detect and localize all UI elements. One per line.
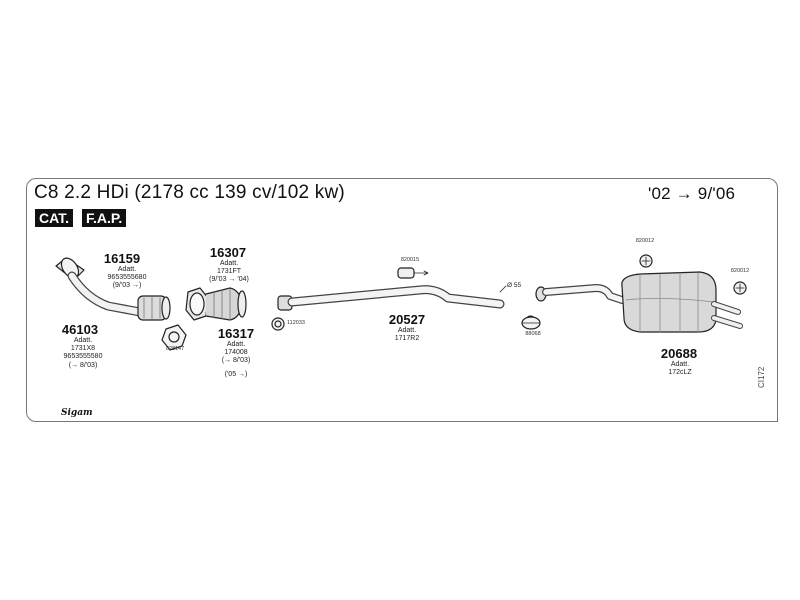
part-number-16159: 16159: [103, 251, 141, 266]
part-16159-line-3: (9/'03 →): [112, 282, 142, 289]
part-46103-line-2: 1731X8: [70, 345, 96, 352]
part-46103-line-1: Adatt.: [73, 337, 93, 344]
clamp-88068: [521, 315, 541, 330]
fap-tag: F.A.P.: [82, 209, 127, 227]
brand-logo: Sigam: [61, 408, 93, 418]
part-20527-line-2: 1717R2: [394, 335, 420, 342]
ref-820012-right: 820012: [730, 268, 750, 274]
intermediate-pipe-20527: [277, 285, 505, 311]
part-16159-line-2: 9653555680: [107, 274, 147, 281]
year-range: '02 → 9/'06: [648, 184, 736, 203]
part-16317-line-1: Adatt.: [226, 341, 246, 348]
clamp-112033: [271, 317, 285, 331]
ref-88068: 88068: [525, 331, 541, 337]
part-16307-line-1: Adatt.: [219, 260, 239, 267]
page-title: C8 2.2 HDi (2178 cc 139 cv/102 kw): [34, 182, 345, 203]
part-16317-line-3: (→ 8/'03): [221, 357, 251, 364]
ref-112033: 112033: [287, 320, 305, 326]
gasket-028147: [161, 324, 187, 351]
diagram-frame: [26, 178, 778, 422]
diameter-arrow: [499, 285, 507, 293]
ref-820012-left: 820012: [635, 238, 655, 244]
part-16159-line-1: Adatt.: [117, 266, 137, 273]
part-number-46103: 46103: [61, 322, 99, 337]
part-number-20527: 20527: [388, 312, 426, 327]
part-number-20688: 20688: [660, 346, 698, 361]
ref-028147: 028147: [165, 346, 185, 352]
part-16307-line-2: 1731FT: [216, 268, 242, 275]
diagram-code: CI172: [757, 366, 766, 388]
front-pipe-46103: [55, 257, 171, 321]
part-number-16317: 16317: [217, 326, 255, 341]
hanger-820012-right: [733, 281, 747, 295]
part-number-16307: 16307: [209, 245, 247, 260]
hanger-820015: [397, 267, 429, 279]
ref-diameter-55: Ø 55: [507, 282, 522, 289]
part-46103-line-4: (→ 8/'03): [68, 362, 98, 369]
part-20527-line-1: Adatt.: [397, 327, 417, 334]
cat-tag: CAT.: [35, 209, 74, 227]
part-16307-line-3: (9/'03 → '04): [209, 276, 249, 283]
part-16317-line-4: ('05 →): [224, 371, 248, 378]
catalyst-16307: [185, 287, 247, 321]
part-20688-line-1: Adatt.: [670, 361, 690, 368]
hanger-820012-left: [639, 254, 653, 268]
part-20688-line-2: 172cLZ: [668, 369, 692, 376]
part-16317-line-2: 174008: [224, 349, 248, 356]
ref-820015: 820015: [400, 257, 420, 263]
part-46103-line-3: 9653555580: [63, 353, 103, 360]
rear-muffler-20688: [535, 271, 743, 333]
